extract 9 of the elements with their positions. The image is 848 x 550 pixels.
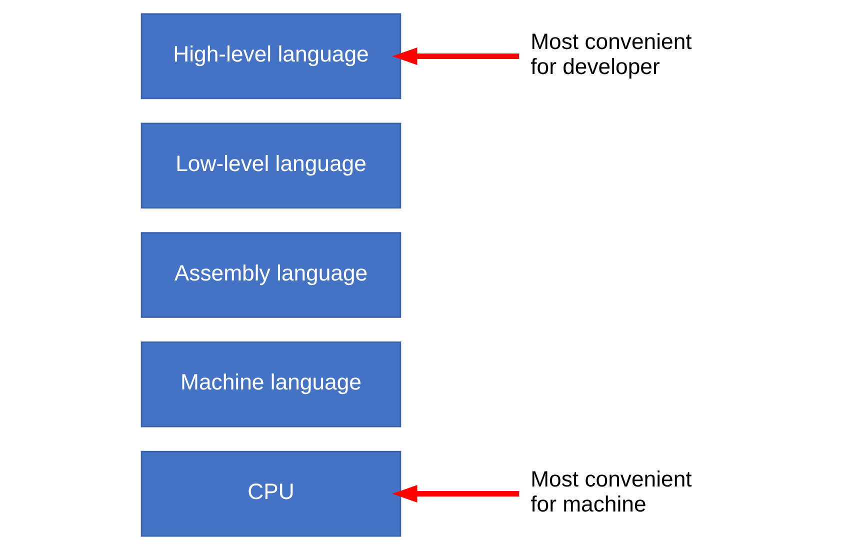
- node-box: Machine language: [140, 341, 402, 428]
- arrow: [392, 47, 520, 65]
- node-box: Assembly language: [140, 232, 402, 318]
- node-text: Most convenient for machine: [530, 466, 692, 516]
- node-box: Low-level language: [140, 122, 402, 209]
- arrow: [392, 485, 520, 503]
- node-text: Most convenient for developer: [530, 29, 692, 79]
- node-box: High-level language: [140, 13, 402, 100]
- node-box: CPU: [140, 450, 402, 537]
